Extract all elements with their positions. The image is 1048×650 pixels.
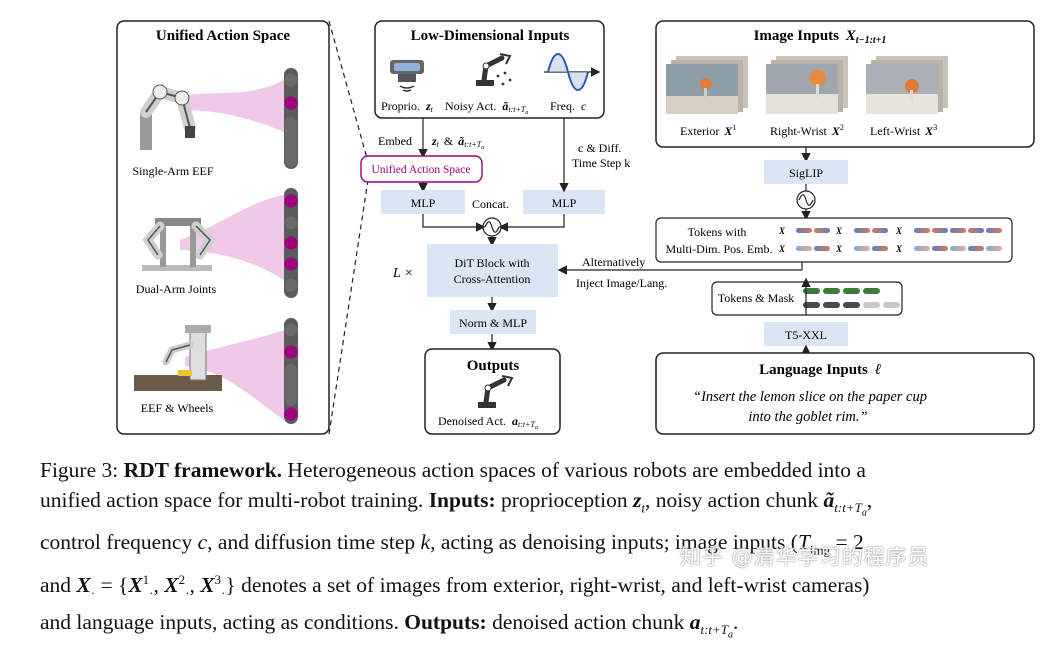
svg-text:DiT Block with: DiT Block with	[454, 256, 529, 270]
embed-formula-z: z	[431, 134, 437, 148]
svg-text:Unified Action Space: Unified Action Space	[371, 164, 470, 176]
image-inputs-title: Image Inputs	[754, 28, 840, 44]
concat-operator-icon	[482, 217, 502, 237]
eef-wheels-robot-icon	[134, 325, 222, 391]
svg-text:Left-Wrist X3: Left-Wrist X3	[870, 123, 937, 138]
svg-text:Proprio. zt: Proprio. zt	[381, 99, 434, 114]
svg-text:X: X	[778, 226, 786, 236]
caption-label: Figure 3:	[40, 458, 119, 482]
outputs-title: Outputs	[467, 358, 520, 374]
proprio-icon	[390, 60, 424, 92]
tokens-mask-block: Tokens & Mask	[711, 281, 903, 316]
svg-text:Image Inputs Xt−1:t+1: Image Inputs Xt−1:t+1	[754, 28, 887, 46]
svg-text:Language Inputs ℓ: Language Inputs ℓ	[759, 362, 881, 378]
noisy-act-label: Noisy Act.	[445, 99, 496, 113]
svg-text:MLP: MLP	[552, 196, 577, 210]
unified-action-space-title: Unified Action Space	[156, 28, 291, 44]
svg-text:X: X	[835, 244, 843, 254]
robot-label-eef-wheels: EEF & Wheels	[141, 401, 214, 415]
freq-label: Freq.	[550, 99, 575, 113]
svg-text:Multi-Dim. Pos. Emb.: Multi-Dim. Pos. Emb.	[665, 242, 772, 256]
dit-block	[427, 244, 558, 297]
robot-label-dual-arm: Dual-Arm Joints	[136, 282, 217, 296]
mlp-right-block	[523, 190, 605, 214]
svg-text:Norm & MLP: Norm & MLP	[459, 316, 527, 330]
mlp-left-block	[381, 190, 465, 214]
low-dim-inputs-title: Low-Dimensional Inputs	[411, 28, 570, 44]
image-inputs-panel: Image Inputs Xt−1:t+1	[655, 20, 1035, 148]
svg-text:Freq. c: Freq. c	[550, 99, 587, 113]
svg-text:X: X	[778, 244, 786, 254]
alternatively-label: Alternatively	[582, 255, 645, 269]
svg-text:Right-Wrist X2: Right-Wrist X2	[770, 123, 844, 138]
image-token-grid: X X X X X X	[778, 226, 1002, 254]
svg-text:Cross-Attention: Cross-Attention	[454, 272, 531, 286]
frequency-wave-icon	[544, 53, 601, 91]
language-quote-line2: into the goblet rim.”	[748, 409, 867, 425]
l-times-label: L ×	[392, 266, 413, 281]
left-wrist-camera-image	[866, 56, 948, 114]
language-inputs-panel: Language Inputs ℓ “Insert the lemon slic…	[655, 352, 1035, 435]
svg-text:SigLIP: SigLIP	[789, 166, 823, 180]
svg-text:MLP: MLP	[411, 196, 436, 210]
svg-text:Denoised Act. at:t+Ta: Denoised Act. at:t+Ta	[438, 414, 538, 431]
siglip-operator-icon	[796, 190, 816, 210]
left-wrist-label: Left-Wrist	[870, 124, 921, 138]
embed-formula-amp: &	[444, 134, 454, 148]
right-wrist-label: Right-Wrist	[770, 124, 828, 138]
svg-text:X: X	[895, 226, 903, 236]
dual-arm-robot-icon	[142, 218, 216, 271]
proprio-label: Proprio.	[381, 99, 420, 113]
svg-text:T5-XXL: T5-XXL	[785, 328, 827, 342]
concat-label: Concat.	[472, 197, 509, 211]
c-diff-label: c & Diff.	[578, 141, 621, 155]
language-quote-line1: “Insert the lemon slice on the paper cup	[693, 389, 927, 405]
caption-title: RDT framework.	[123, 458, 283, 482]
svg-text:X: X	[895, 244, 903, 254]
tokens-pos-emb-block: Tokens with Multi-Dim. Pos. Emb. X X X X…	[655, 217, 1013, 263]
output-robot-icon	[478, 375, 514, 408]
exterior-camera-image	[666, 56, 748, 114]
svg-text:X: X	[835, 226, 843, 236]
right-wrist-camera-image	[766, 56, 848, 114]
low-dim-inputs-panel: Low-Dimensional Inputs Proprio. zt Noisy…	[374, 20, 605, 119]
zhihu-watermark: 知乎 @清华学习的程序员	[680, 545, 930, 569]
exterior-label: Exterior	[680, 124, 719, 138]
svg-text:Tokens with: Tokens with	[688, 225, 747, 239]
time-step-label: Time Step k	[572, 156, 630, 170]
svg-text:zt & ãt:t+Ta: zt & ãt:t+Ta	[431, 134, 484, 151]
inject-label: Inject Image/Lang.	[576, 276, 667, 290]
denoised-act-label: Denoised Act.	[438, 414, 506, 428]
robot-label-single-arm: Single-Arm EEF	[133, 164, 214, 178]
norm-mlp-block	[450, 310, 536, 334]
noisy-action-robot-icon	[476, 53, 512, 86]
outputs-panel: Outputs Denoised Act. at:t+Ta	[424, 348, 561, 435]
t5-xxl-block	[764, 322, 848, 346]
embed-label: Embed	[378, 134, 412, 148]
svg-text:Exterior X1: Exterior X1	[680, 123, 736, 138]
unified-action-space-block	[360, 155, 483, 183]
rdt-framework-figure: Unified Action Space Singl	[116, 20, 1035, 435]
single-arm-robot-icon	[140, 84, 196, 150]
svg-text:Noisy Act. ãt:t+Ta: Noisy Act. ãt:t+Ta	[445, 99, 528, 116]
siglip-block	[764, 160, 848, 184]
svg-text:Tokens & Mask: Tokens & Mask	[718, 291, 795, 305]
unified-action-space-panel: Unified Action Space Singl	[116, 20, 330, 435]
language-inputs-title: Language Inputs	[759, 362, 868, 378]
